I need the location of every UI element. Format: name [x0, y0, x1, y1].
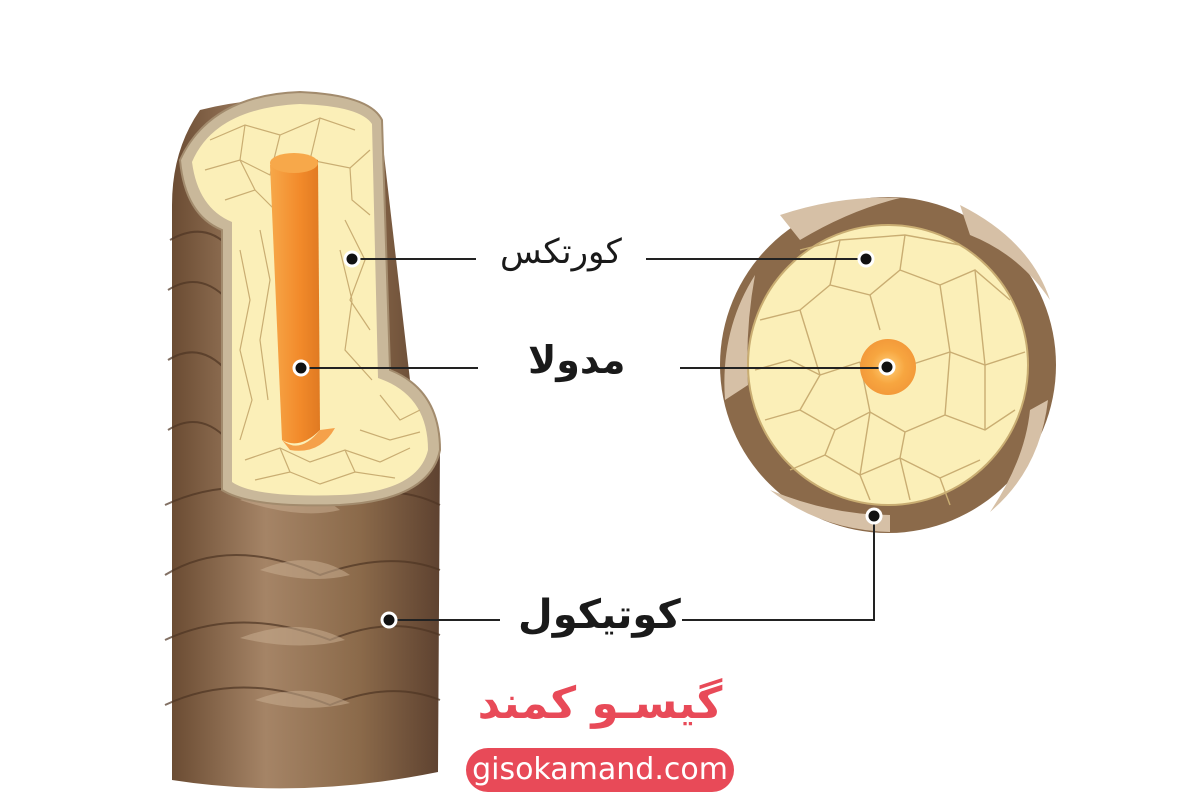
- callout-cuticle: [380, 507, 883, 629]
- label-cuticle: کوتیکول: [518, 592, 681, 638]
- brand-name: گیسـو کمند: [477, 678, 723, 729]
- brand-url[interactable]: gisokamand.com: [466, 748, 734, 792]
- callout-cortex: [343, 250, 875, 268]
- hair-strand-longitudinal: [164, 90, 442, 789]
- label-medulla: مدولا: [528, 338, 626, 382]
- label-cortex: کورتکس: [500, 232, 622, 272]
- cross-cortex-cells: [754, 234, 1026, 506]
- callout-medulla: [292, 358, 896, 377]
